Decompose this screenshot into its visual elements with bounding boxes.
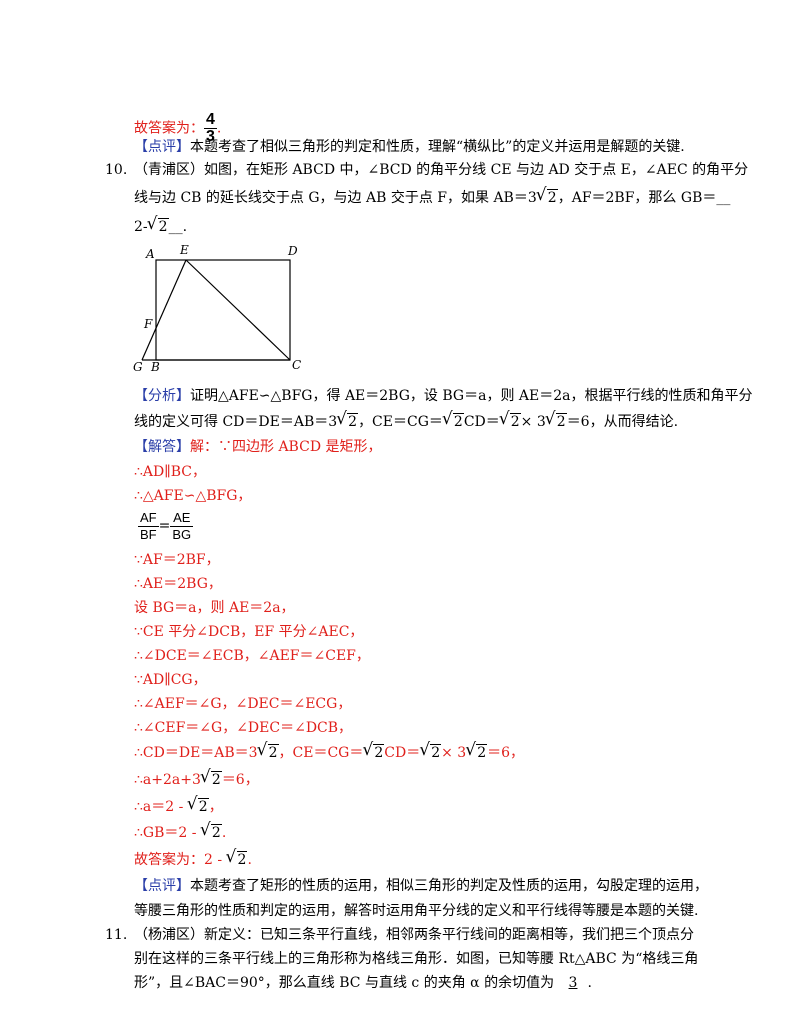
- comment10-line1: 【点评】本题考查了矩形的性质的运用，相似三角形的判定及性质的运用，勾股定理的运用…: [134, 878, 708, 894]
- solution-s9: ∴∠DCE＝∠ECB，∠AEF＝∠CEF，: [134, 648, 370, 664]
- q10-line1: （青浦区）如图，在矩形 ABCD 中，∠BCD 的角平分线 CE 与边 AD 交…: [134, 162, 749, 178]
- solution-s10: ∵AD∥CG，: [134, 672, 207, 688]
- solution-s17: 故答案为：2 - 2.: [134, 847, 252, 870]
- rect-abcd: [155, 259, 291, 361]
- label-f: F: [143, 317, 153, 331]
- solution-s6: ∴AE＝2BG，: [134, 576, 222, 592]
- q10-answer: 2-2__.: [134, 214, 187, 237]
- analysis-line2: 线的定义可得 CD＝DE＝AB＝32，CE＝CG＝2CD＝2× 32＝6，从而得…: [134, 409, 678, 432]
- label-c: C: [292, 358, 301, 372]
- solution-s13: ∴CD＝DE＝AB＝32，CE＝CG＝2CD＝2× 32＝6，: [134, 740, 524, 763]
- solution-s15: ∴a＝2 - 2，: [134, 794, 223, 817]
- label-g: G: [133, 360, 143, 374]
- comment10-line2: 等腰三角形的性质和判定的运用，解答时运用角平分线的定义和平行线得等腰是本题的关键…: [134, 903, 699, 919]
- analysis-line1: 【分析】证明△AFE∽△BFG，得 AE＝2BG，设 BG＝a，则 AE＝2a，…: [134, 388, 753, 404]
- q9-comment: 【点评】本题考查了相似三角形的判定和性质，理解“横纵比”的定义并运用是解题的关键…: [134, 139, 685, 155]
- line-ge: [141, 259, 187, 361]
- q11-line1: （杨浦区）新定义：已知三条平行直线，相邻两条平行线间的距离相等，我们把三个顶点分: [134, 927, 694, 943]
- label-e: E: [179, 243, 189, 257]
- solution-s14: ∴a+2a+32＝6，: [134, 767, 259, 790]
- solution-s11: ∴∠AEF＝∠G，∠DEC＝∠ECG，: [134, 696, 352, 712]
- label-d: D: [287, 244, 298, 258]
- q11-answer: 3: [568, 975, 578, 991]
- solution-s16: ∴GB＝2 - 2.: [134, 820, 226, 843]
- q10-number: 10.: [105, 162, 128, 178]
- line-ec: [185, 259, 291, 361]
- solution-s12: ∴∠CEF＝∠G，∠DEC＝∠DCB，: [134, 720, 353, 736]
- solution-s5: ∵AF＝2BF，: [134, 552, 220, 568]
- q10-line2: 线与边 CB 的延长线交于点 G，与边 AB 交于点 F，如果 AB＝32，AF…: [134, 185, 730, 208]
- solution-s2: ∴AD∥BC，: [134, 464, 206, 480]
- q11-line3: 形”，且∠BAC＝90°，那么直线 BC 与直线 c 的夹角 α 的余切值为 3…: [134, 975, 592, 991]
- q11-number: 11.: [105, 927, 128, 943]
- solution-s3: ∴△AFE∽△BFG，: [134, 488, 252, 504]
- label-b: B: [150, 360, 160, 374]
- q11-line2: 别在这样的三条平行线上的三角形称为格线三角形．如图，已知等腰 Rt△ABC 为“…: [134, 951, 699, 967]
- solution-s1: 【解答】解：∵四边形 ABCD 是矩形，: [134, 439, 382, 455]
- label-a: A: [145, 247, 155, 261]
- solution-s7: 设 BG＝a，则 AE＝2a，: [134, 600, 295, 616]
- solution-s8: ∵CE 平分∠DCB，EF 平分∠AEC，: [134, 624, 364, 640]
- rectangle-figure: A E D F G B C: [133, 243, 301, 374]
